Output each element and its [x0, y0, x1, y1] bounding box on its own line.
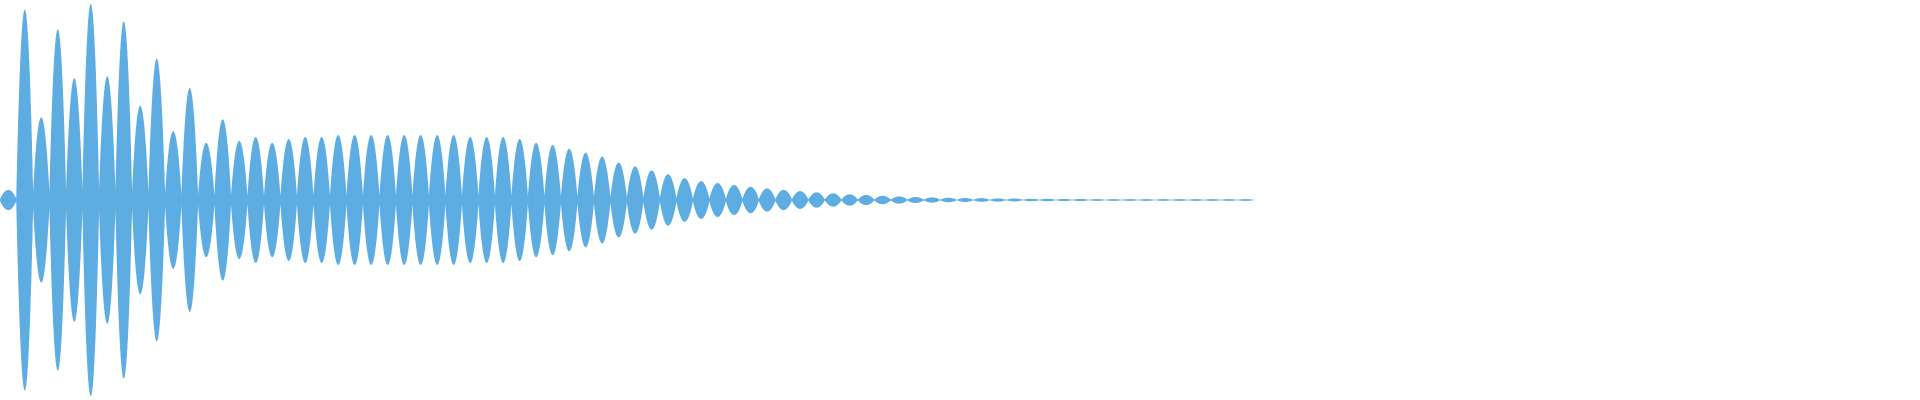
waveform-lobe	[494, 136, 512, 264]
waveform-lobe	[758, 188, 776, 212]
waveform-lobe	[1171, 199, 1188, 201]
waveform-lobe	[873, 195, 892, 205]
waveform-lobe	[593, 156, 611, 244]
waveform-lobe	[296, 136, 314, 264]
waveform-lobe	[808, 192, 826, 208]
waveform-lobe	[857, 194, 875, 206]
waveform-lobe	[1039, 198, 1056, 202]
waveform-lobe	[263, 143, 281, 257]
waveform-lobe	[692, 181, 710, 219]
waveform-lobe	[1154, 199, 1172, 201]
waveform-lobe	[709, 183, 727, 217]
waveform-lobe	[610, 162, 628, 238]
waveform-lobe	[1220, 199, 1238, 201]
waveform-lobe	[428, 135, 446, 265]
waveform-lobe	[1138, 199, 1155, 201]
waveform-lobe	[65, 78, 83, 322]
waveform-lobe	[148, 58, 166, 342]
waveform-lobe	[329, 135, 347, 265]
waveform-lobe	[445, 135, 463, 265]
waveform-lobe	[395, 135, 413, 265]
waveform-lobe	[544, 145, 562, 255]
waveform-lobe	[775, 189, 793, 211]
waveform-lobe	[362, 135, 380, 265]
waveform-lobe	[659, 174, 677, 226]
waveform-lobe	[1005, 198, 1024, 202]
waveform-lobe	[16, 9, 34, 391]
waveform-lobe	[840, 194, 859, 206]
waveform-lobe	[791, 191, 809, 209]
waveform-lobe	[230, 141, 248, 259]
waveform-lobe	[1204, 199, 1221, 201]
waveform-lobe	[98, 76, 116, 324]
waveform-lobe	[1055, 198, 1073, 202]
waveform-lobe	[527, 143, 545, 257]
waveform-lobe	[115, 21, 133, 379]
waveform-lobe	[1022, 198, 1040, 202]
waveform-lobe	[923, 197, 941, 203]
waveform-lobe	[972, 198, 991, 202]
waveform-lobe	[181, 87, 199, 313]
waveform-lobe	[461, 136, 479, 264]
waveform-lobe	[626, 166, 644, 234]
waveform-lobe	[890, 196, 908, 204]
waveform-lobe	[577, 152, 595, 248]
waveform-lobe	[82, 4, 100, 396]
waveform-lobe	[1237, 199, 1254, 201]
waveform-lobe	[313, 136, 331, 264]
waveform-lobe	[824, 193, 842, 207]
waveform-lobe	[478, 136, 496, 264]
waveform-lobes	[0, 4, 1254, 396]
waveform-lobe	[49, 29, 67, 371]
waveform-lobe	[988, 198, 1008, 202]
waveform-lobe	[247, 136, 265, 264]
waveform-lobe	[643, 170, 661, 230]
waveform-lobe	[346, 135, 364, 265]
waveform-lobe	[1072, 198, 1089, 202]
waveform-lobe	[197, 143, 215, 257]
waveform-lobe	[956, 197, 975, 203]
waveform-lobe	[1121, 199, 1139, 201]
waveform-lobe	[725, 185, 743, 215]
waveform-lobe	[1105, 199, 1122, 201]
waveform-lobe	[511, 139, 529, 261]
waveform-lobe	[379, 135, 397, 265]
waveform-lobe	[1187, 199, 1205, 201]
waveform-lobe	[1088, 199, 1106, 201]
waveform-lobe	[939, 197, 958, 203]
waveform-lobe	[164, 131, 182, 269]
waveform-lobe	[131, 105, 149, 295]
waveform-lobe	[0, 189, 17, 211]
waveform-lobe	[412, 135, 430, 265]
waveform-lobe	[280, 139, 298, 261]
waveform-lobe	[676, 178, 694, 222]
waveform-lobe	[906, 196, 925, 204]
waveform-lobe	[560, 148, 578, 252]
waveform-lobe	[742, 186, 760, 214]
waveform-lobe	[214, 119, 232, 281]
waveform-lobe	[32, 117, 50, 283]
